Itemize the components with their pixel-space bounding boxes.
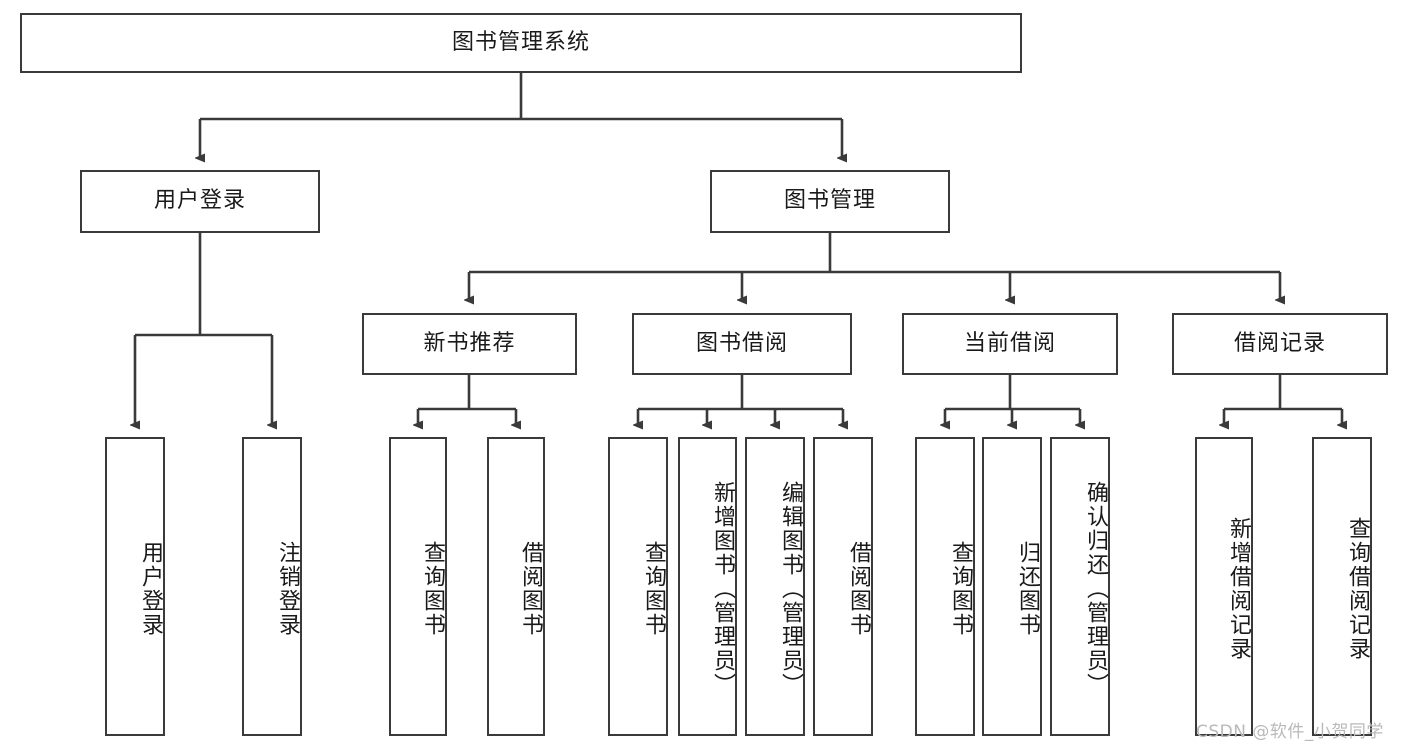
leaf-borrow-record-query-record[interactable]: 查询借阅记录	[1312, 437, 1372, 736]
node-book-borrow[interactable]: 图书借阅	[632, 313, 852, 375]
leaf-new-book-borrow-book[interactable]: 借阅图书	[487, 437, 545, 736]
leaf-user-login-login[interactable]: 用户登录	[105, 437, 165, 736]
leaf-book-borrow-query-book[interactable]: 查询图书	[608, 437, 668, 736]
leaf-book-borrow-borrow-book[interactable]: 借阅图书	[813, 437, 873, 736]
leaf-new-book-query-book[interactable]: 查询图书	[389, 437, 447, 736]
node-new-book-recommend[interactable]: 新书推荐	[362, 313, 577, 375]
leaf-current-borrow-query-book[interactable]: 查询图书	[915, 437, 975, 736]
node-book-management[interactable]: 图书管理	[710, 170, 950, 233]
leaf-book-borrow-edit-book-admin[interactable]: 编辑图书（管理员）	[745, 437, 805, 736]
leaf-user-login-logout[interactable]: 注销登录	[242, 437, 302, 736]
node-root-book-management-system[interactable]: 图书管理系统	[20, 13, 1022, 73]
leaf-current-borrow-confirm-return-admin[interactable]: 确认归还（管理员）	[1050, 437, 1110, 736]
node-user-login[interactable]: 用户登录	[80, 170, 320, 233]
node-current-borrow[interactable]: 当前借阅	[902, 313, 1118, 375]
leaf-current-borrow-return-book[interactable]: 归还图书	[982, 437, 1042, 736]
node-borrow-record[interactable]: 借阅记录	[1172, 313, 1388, 375]
leaf-book-borrow-add-book-admin[interactable]: 新增图书（管理员）	[678, 437, 737, 736]
leaf-borrow-record-add-record[interactable]: 新增借阅记录	[1195, 437, 1253, 736]
